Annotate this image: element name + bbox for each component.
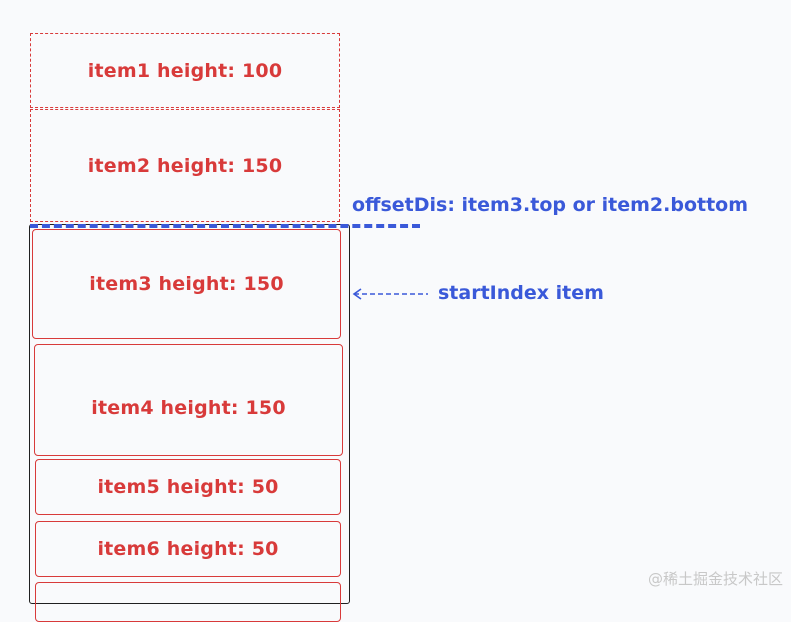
item-6-label: item6 height: 50 [97, 538, 279, 560]
item-4-label: item4 height: 150 [91, 397, 286, 419]
item-4-box: item4 height: 150 [34, 344, 343, 456]
start-index-arrow-icon [352, 288, 428, 300]
item-2-label: item2 height: 150 [87, 154, 283, 177]
offset-annotation: offsetDis: item3.top or item2.bottom [352, 194, 749, 216]
item-7-box [35, 582, 341, 622]
item-5-box: item5 height: 50 [35, 459, 341, 515]
item-1-label: item1 height: 100 [87, 59, 283, 82]
item-3-box: item3 height: 150 [32, 229, 341, 339]
watermark: @稀土掘金技术社区 [647, 570, 783, 588]
offset-dashed-line [30, 224, 420, 228]
item-6-box: item6 height: 50 [35, 521, 341, 577]
item-2-box: item2 height: 150 [30, 109, 340, 222]
item-1-box: item1 height: 100 [30, 33, 340, 108]
item-5-label: item5 height: 50 [97, 476, 279, 498]
start-index-annotation: startIndex item [438, 282, 604, 304]
item-3-label: item3 height: 150 [89, 273, 284, 295]
